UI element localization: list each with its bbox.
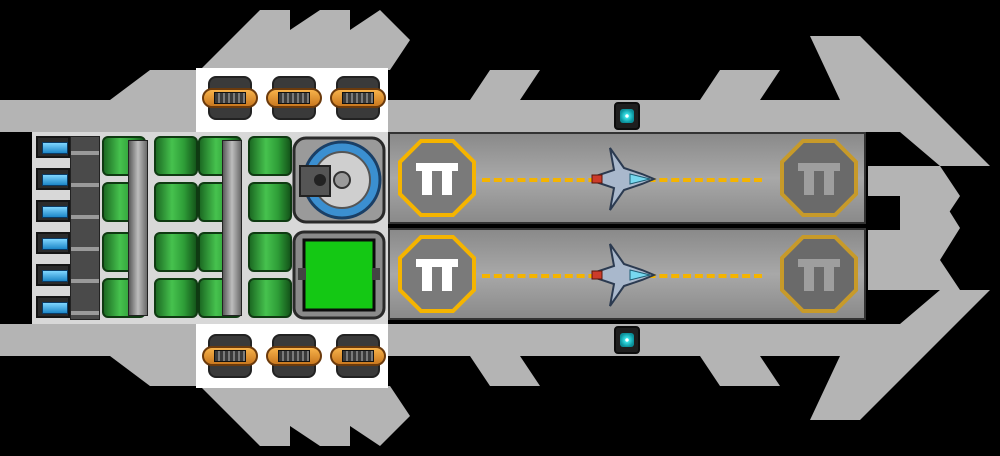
battery-cell (36, 264, 70, 286)
battery-cell (36, 136, 70, 158)
battery-cell (36, 168, 70, 190)
cannon-turret-icon[interactable] (328, 70, 388, 126)
battery-cell (36, 296, 70, 318)
fuel-tank (154, 136, 198, 176)
fighter-craft-icon[interactable] (590, 144, 660, 214)
fuel-tank (248, 278, 292, 318)
fuel-tank (248, 232, 292, 272)
cannon-turret-icon[interactable] (200, 70, 260, 126)
battery-cell (36, 232, 70, 254)
fuel-tank (154, 232, 198, 272)
cannon-turret-icon[interactable] (200, 328, 260, 384)
battery-cell (36, 200, 70, 222)
fuel-tank (154, 278, 198, 318)
cannon-turret-icon[interactable] (264, 328, 324, 384)
fuel-tank (154, 182, 198, 222)
cockpit-screen-icon (292, 230, 386, 320)
hangar-bay-marker-icon (780, 139, 858, 217)
coolant-pipe (222, 140, 242, 316)
hangar-bay-upper[interactable] (388, 132, 866, 224)
fuel-tank (248, 136, 292, 176)
beacon-node-icon[interactable] (614, 326, 640, 354)
hangar-bay-lower[interactable] (388, 228, 866, 320)
hangar-bay-marker-icon (398, 139, 476, 217)
coolant-pipe (128, 140, 148, 316)
fighter-craft-icon[interactable] (590, 240, 660, 310)
power-conduit (70, 136, 100, 320)
beacon-node-icon[interactable] (614, 102, 640, 130)
shield-generator-icon (292, 136, 386, 224)
fuel-tank (248, 182, 292, 222)
hangar-bay-marker-icon (398, 235, 476, 313)
hangar-bay-marker-icon (780, 235, 858, 313)
cannon-turret-icon[interactable] (328, 328, 388, 384)
cannon-turret-icon[interactable] (264, 70, 324, 126)
